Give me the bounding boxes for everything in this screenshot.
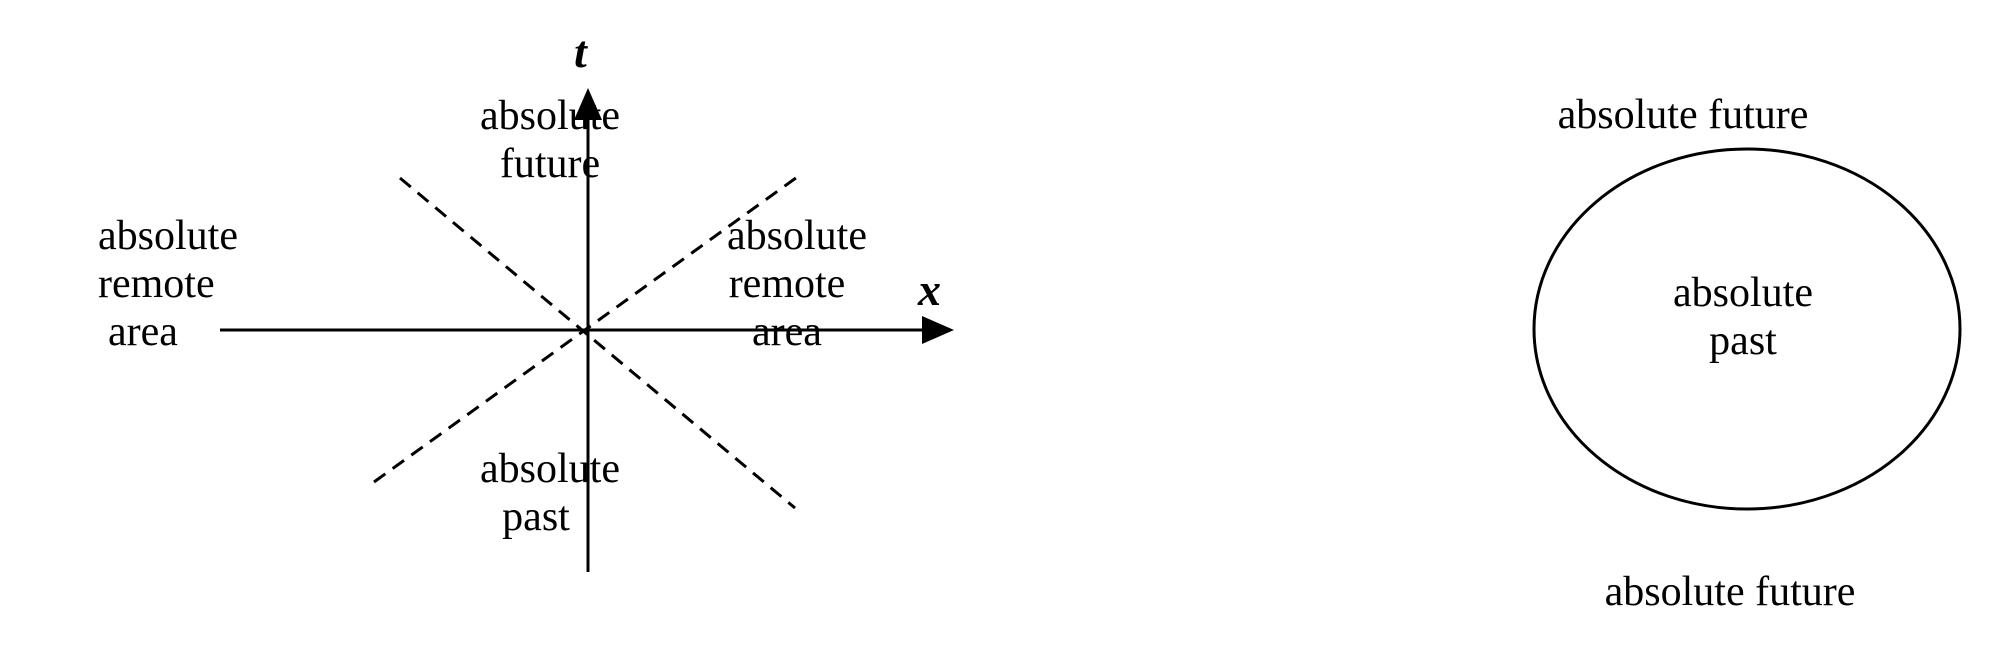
region-label-left-line-3: area [108, 309, 178, 355]
region-label-top-line-2: future [499, 141, 601, 187]
region-label-left-line-1: absolute [98, 213, 238, 259]
region-label-right-line-2: remote [728, 261, 846, 307]
x-axis-arrowhead [922, 316, 954, 344]
x-axis-label: x [918, 264, 941, 315]
right-top-label: absolute future [1557, 92, 1809, 138]
region-label-top-line-1: absolute [480, 93, 620, 139]
t-axis-label: t [574, 26, 587, 77]
region-label-right: absolute remote area [727, 212, 867, 356]
region-label-bottom-line-2: past [502, 494, 570, 540]
region-label-right-line-3: area [752, 309, 822, 355]
absolute-past-ellipse [1532, 147, 1962, 511]
right-center-label: absolute past [1673, 269, 1813, 365]
region-label-left: absolute remote area [98, 212, 238, 356]
region-label-right-line-1: absolute [727, 213, 867, 259]
right-center-label-line-2: past [1709, 318, 1777, 364]
region-label-bottom: absolute past [480, 445, 620, 541]
light-cone-line-falling [399, 176, 796, 510]
t-axis-arrowhead [574, 88, 602, 120]
region-label-top: absolute future [480, 92, 620, 188]
region-label-bottom-line-1: absolute [480, 446, 620, 492]
region-label-left-line-2: remote [98, 261, 215, 307]
right-center-label-line-1: absolute [1673, 270, 1813, 316]
right-bottom-label: absolute future [1604, 569, 1856, 615]
